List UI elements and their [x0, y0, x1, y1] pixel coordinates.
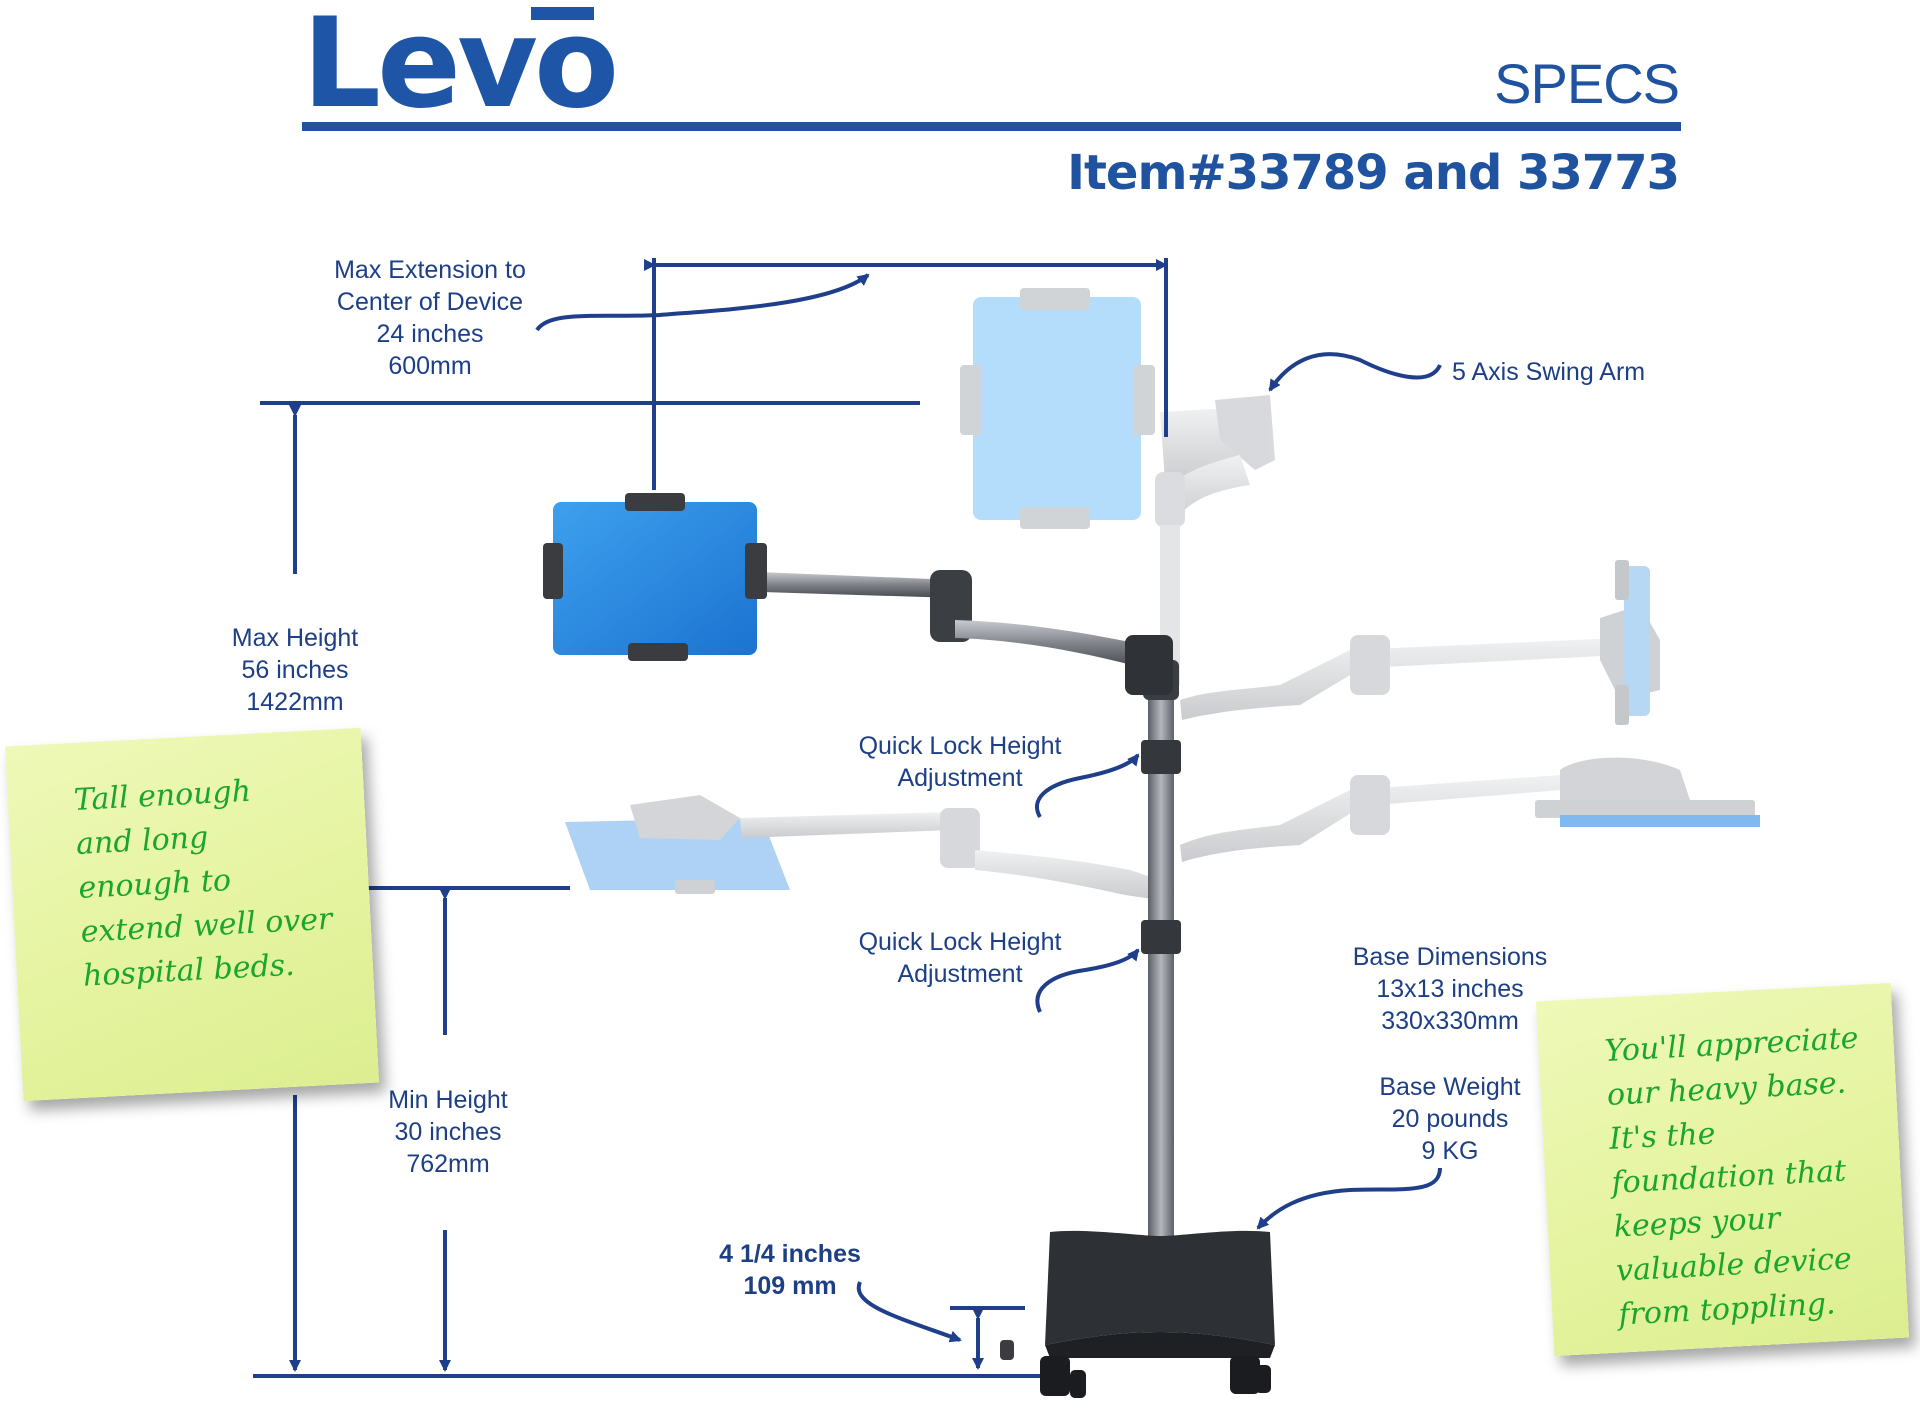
label-line: 1422mm: [246, 688, 344, 716]
dimension-lines: [253, 258, 1168, 1378]
sticky-note-left: Tall enough and long enough to extend we…: [4, 727, 380, 1102]
label-line: 600mm: [388, 352, 472, 380]
label-line: Max Extension to: [334, 256, 526, 284]
label-line: 9 KG: [1421, 1137, 1479, 1165]
levo-logo: Levo: [302, 0, 619, 136]
label-line: 330x330mm: [1381, 1007, 1519, 1035]
quick-lock-collar-lower: [1141, 920, 1181, 954]
label-line: Adjustment: [897, 960, 1023, 988]
label-line: 5 Axis Swing Arm: [1452, 358, 1646, 386]
label-line: Min Height: [388, 1086, 508, 1114]
label-line: 56 inches: [241, 656, 349, 684]
logo-macron: [531, 7, 594, 20]
label-line: Base Weight: [1379, 1073, 1521, 1101]
ghost-right-arms: [1180, 560, 1760, 862]
label-max-height: Max Height 56 inches 1422mm: [195, 622, 395, 718]
label-quick-lock-lower: Quick Lock Height Adjustment: [835, 926, 1085, 990]
label-line: Adjustment: [897, 764, 1023, 792]
label-line: Quick Lock Height: [858, 732, 1062, 760]
header-divider: [302, 122, 1681, 131]
label-line: Center of Device: [336, 288, 524, 316]
label-base-weight: Base Weight 20 pounds 9 KG: [1345, 1071, 1555, 1167]
label-line: Base Dimensions: [1352, 943, 1548, 971]
weighted-base: [1000, 1230, 1275, 1398]
active-arm: [760, 570, 1173, 695]
quick-lock-collar-upper: [1141, 740, 1181, 774]
ghost-lower-tablet: [565, 795, 1160, 900]
sticky-note-right: You'll appreciate our heavy base. It's t…: [1535, 982, 1910, 1357]
label-base-dimensions: Base Dimensions 13x13 inches 330x330mm: [1325, 941, 1575, 1037]
label-line: Max Height: [231, 624, 359, 652]
page-title: SPECS: [1494, 52, 1680, 115]
label-line: 13x13 inches: [1376, 975, 1524, 1003]
label-line: 109 mm: [743, 1272, 837, 1300]
label-line: 762mm: [406, 1150, 490, 1178]
label-line: 24 inches: [376, 320, 484, 348]
label-base-clearance: 4 1/4 inches 109 mm: [700, 1238, 880, 1302]
label-line: 20 pounds: [1391, 1105, 1509, 1133]
item-number-heading: Item#33789 and 33773: [1067, 145, 1680, 201]
label-min-height: Min Height 30 inches 762mm: [358, 1084, 538, 1180]
active-tablet: [543, 493, 767, 661]
label-quick-lock-upper: Quick Lock Height Adjustment: [835, 730, 1085, 794]
main-pole: [1148, 680, 1174, 1270]
label-swing-arm: 5 Axis Swing Arm: [1452, 356, 1645, 388]
label-line: Quick Lock Height: [858, 928, 1062, 956]
label-line: 30 inches: [394, 1118, 502, 1146]
label-line: 4 1/4 inches: [719, 1240, 861, 1268]
label-max-extension: Max Extension to Center of Device 24 inc…: [300, 254, 560, 382]
ghost-upper-tablet: [960, 288, 1275, 685]
callout-arrows: [535, 273, 1442, 1343]
